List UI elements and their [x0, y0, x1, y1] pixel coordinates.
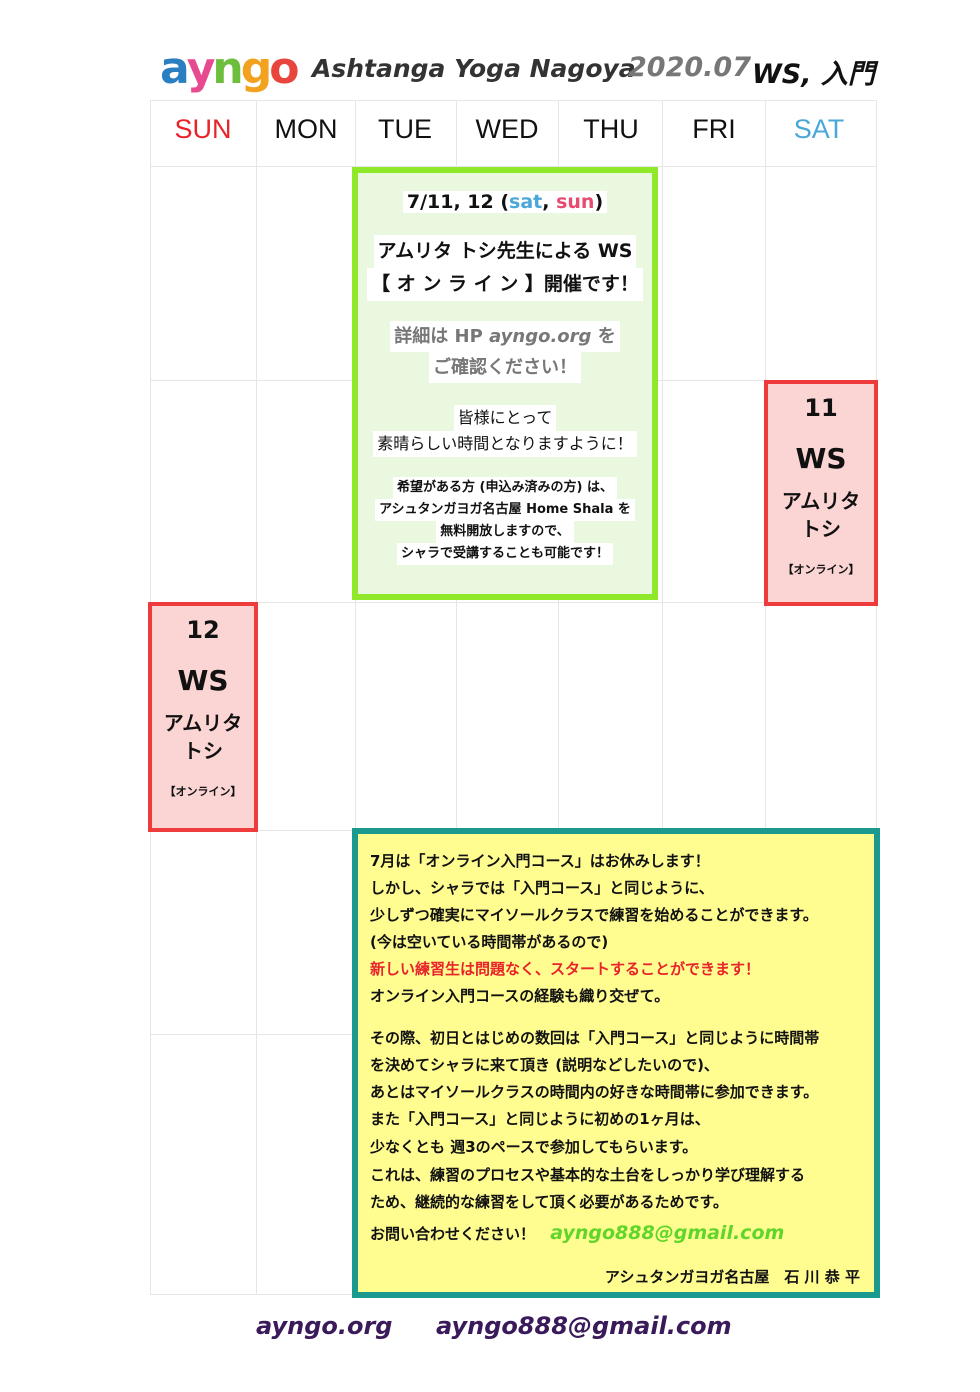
- event-type: WS: [795, 442, 847, 475]
- workshop-wish: 皆様にとって 素晴らしい時間となりますように！: [358, 405, 652, 457]
- day-header-thu: THU: [583, 114, 639, 144]
- event-day: 11: [804, 394, 838, 422]
- logo-letter: o: [269, 43, 299, 94]
- grid-line: [765, 100, 766, 1295]
- workshop-line: 【 オ ン ラ イ ン 】開催です！: [367, 268, 643, 301]
- intro-course-notice: 7月は「オンライン入門コース」はお休みします！ しかし、シャラでは「入門コース」…: [352, 828, 880, 1298]
- shala-text: シャラで受講することも可能です！: [396, 543, 613, 565]
- details-text: ご確認ください！: [429, 352, 581, 383]
- date-sat: sat: [509, 191, 543, 213]
- day-header-mon: MON: [274, 114, 338, 144]
- grid-line: [456, 100, 457, 1295]
- logo-letter: n: [212, 43, 243, 94]
- wish-text: 皆様にとって: [453, 405, 557, 431]
- footer-email-link[interactable]: ayngo888@gmail.com: [436, 1312, 732, 1340]
- details-text: を: [591, 326, 616, 347]
- workshop-announcement: 7/11, 12 (sat, sun) アムリタ トシ先生による WS 【 オ …: [352, 167, 658, 600]
- workshop-line: アムリタ トシ先生による WS: [373, 235, 637, 268]
- event-teacher: アムリタ: [163, 711, 243, 735]
- event-teacher: アムリタ: [781, 489, 861, 513]
- event-note: 【オンライン】: [782, 563, 860, 576]
- event-card-sun-12[interactable]: 12 WS アムリタ トシ 【オンライン】: [148, 602, 258, 832]
- notice-line: (今は空いている時間帯があるので): [370, 933, 609, 951]
- date-comma: ,: [542, 191, 557, 213]
- date-text: 7/11, 12 (: [406, 191, 510, 213]
- logo-letter: g: [240, 43, 272, 94]
- workshop-title: アムリタ トシ先生による WS 【 オ ン ラ イ ン 】開催です！: [358, 235, 652, 301]
- header: ayngo Ashtanga Yoga Nagoya 2020.07 WS, 入…: [0, 0, 980, 100]
- notice-line: 少しずつ確実にマイソールクラスで練習を始めることができます。: [370, 906, 818, 924]
- grid-line: [355, 100, 356, 1295]
- event-type-label: WS, 入門: [752, 59, 875, 90]
- grid-line: [150, 100, 877, 101]
- grid-line: [876, 100, 877, 1295]
- event-note: 【オンライン】: [164, 785, 242, 798]
- grid-line: [558, 100, 559, 1295]
- notice-line: 少なくとも 週3のペースで参加してもらいます。: [370, 1138, 698, 1156]
- page-title: Ashtanga Yoga Nagoya: [312, 54, 636, 83]
- notice-line: を決めてシャラに来て頂き (説明などしたいので)、: [370, 1056, 719, 1074]
- event-teacher: トシ: [183, 739, 223, 763]
- event-day: 12: [186, 616, 220, 644]
- contact-prompt: お問い合わせください！: [370, 1225, 536, 1243]
- grid-line: [150, 602, 877, 603]
- logo-letter: y: [186, 43, 216, 94]
- grid-line: [662, 100, 663, 1295]
- shala-text: 希望がある方 (申込み済みの方) は、: [393, 477, 617, 499]
- wish-text: 素晴らしい時間となりますように！: [373, 431, 637, 457]
- date-sun: sun: [556, 191, 595, 213]
- event-teacher: トシ: [801, 517, 841, 541]
- workshop-dates: 7/11, 12 (sat, sun): [358, 191, 652, 213]
- notice-line: ため、継続的な練習をして頂く必要があるためです。: [370, 1193, 729, 1211]
- shala-text: アシュタンガヨガ名古屋 Home Shala を: [375, 499, 635, 521]
- shala-text: 無料開放しますので、: [436, 521, 574, 543]
- contact-line: お問い合わせください！ ayngo888@gmail.com: [370, 1222, 784, 1244]
- event-card-sat-11[interactable]: 11 WS アムリタ トシ 【オンライン】: [764, 380, 878, 606]
- event-type: WS: [177, 664, 229, 697]
- day-header-wed: WED: [475, 114, 539, 144]
- date-suffix: ): [594, 191, 604, 213]
- notice-line: これは、練習のプロセスや基本的な土台をしっかり学び理解する: [370, 1166, 806, 1184]
- notice-line: その際、初日とはじめの数回は「入門コース」と同じように時間帯: [370, 1029, 820, 1047]
- notice-line: あとはマイソールクラスの時間内の好きな時間帯に参加できます。: [370, 1083, 819, 1101]
- notice-line: 7月は「オンライン入門コース」はお休みします！: [370, 852, 710, 870]
- day-header-sat: SAT: [793, 114, 845, 144]
- details-text: 詳細は HP: [394, 326, 490, 347]
- day-header-fri: FRI: [692, 114, 736, 144]
- month-label: 2020.07: [628, 52, 751, 83]
- logo-letter: a: [160, 43, 190, 94]
- notice-line: また「入門コース」と同じように初めの1ヶ月は、: [370, 1110, 710, 1128]
- website-link[interactable]: ayngo.org: [489, 326, 592, 347]
- shala-info: 希望がある方 (申込み済みの方) は、 アシュタンガヨガ名古屋 Home Sha…: [358, 477, 652, 565]
- workshop-details: 詳細は HP ayngo.org を ご確認ください！: [358, 321, 652, 383]
- notice-line: しかし、シャラでは「入門コース」と同じように、: [370, 879, 714, 897]
- contact-email-link[interactable]: ayngo888@gmail.com: [550, 1222, 785, 1244]
- grid-line: [150, 166, 877, 167]
- day-header-sun: SUN: [174, 114, 232, 144]
- signature: アシュタンガヨガ名古屋 石 川 恭 平: [604, 1268, 860, 1286]
- ayngo-logo[interactable]: ayngo: [160, 43, 299, 94]
- footer-website-link[interactable]: ayngo.org: [256, 1312, 393, 1340]
- notice-line: オンライン入門コースの経験も織り交ぜて。: [370, 987, 670, 1005]
- notice-highlight: 新しい練習生は問題なく、スタートすることができます！: [370, 960, 761, 978]
- day-header-tue: TUE: [378, 114, 432, 144]
